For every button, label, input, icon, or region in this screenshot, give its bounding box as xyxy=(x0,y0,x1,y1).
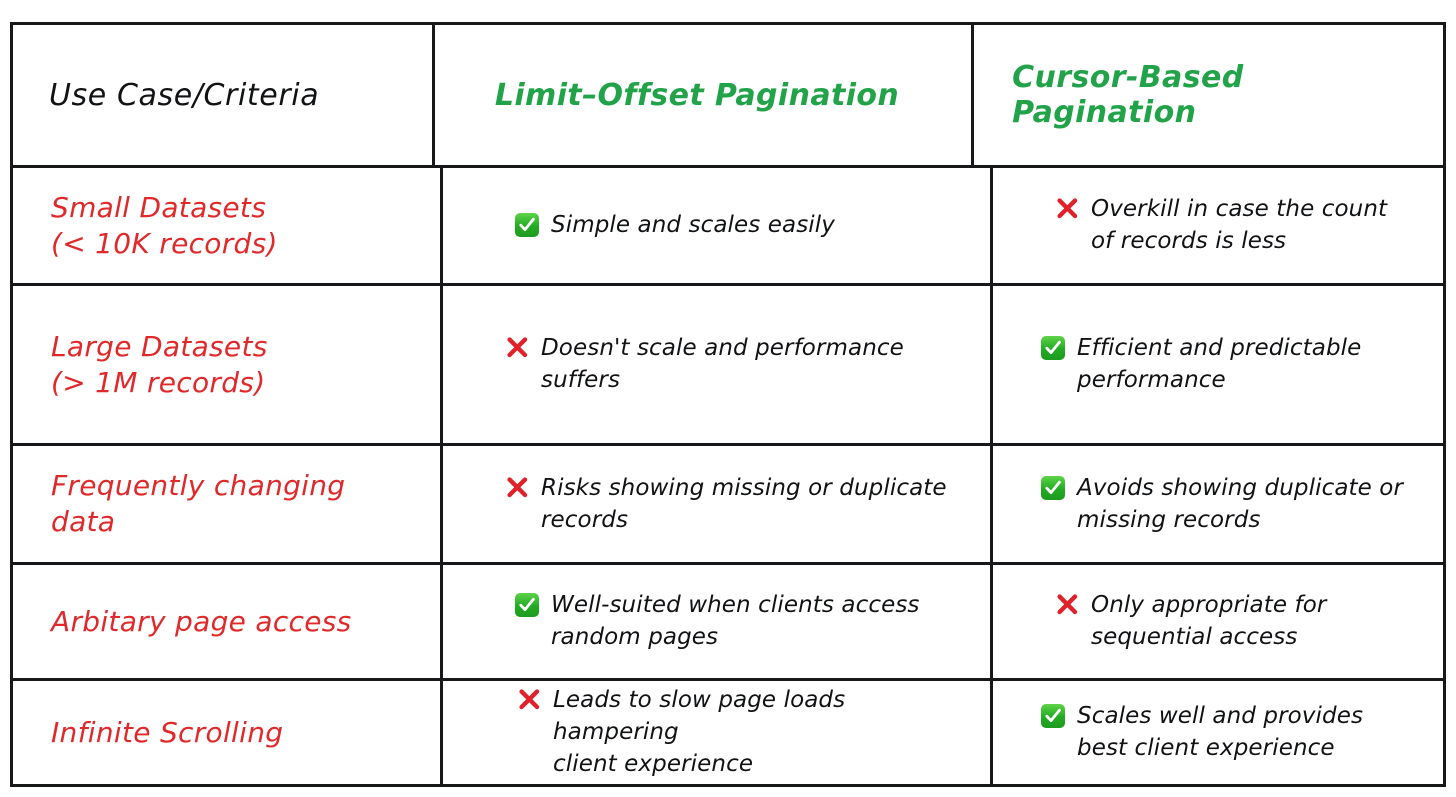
verdict-text: Simple and scales easily xyxy=(551,212,836,239)
cursor-based-cell: Avoids showing duplicate or missing reco… xyxy=(993,446,1443,562)
cross-mark-icon xyxy=(515,686,543,714)
table-row: Arbitary page access Well-suited when cl… xyxy=(13,565,1443,681)
verdict-text: Risks showing missing or duplicate recor… xyxy=(541,474,947,533)
verdict-text: Avoids showing duplicate or missing reco… xyxy=(1077,474,1404,533)
table-row: Frequently changing data Risks showing m… xyxy=(13,446,1443,565)
limit-offset-cell: Leads to slow page loads hampering clien… xyxy=(443,681,993,784)
criteria-label: Small Datasets (< 10K records) xyxy=(51,190,278,260)
table-row: Infinite Scrolling Leads to slow page lo… xyxy=(13,681,1443,784)
verdict-entry: Leads to slow page loads hampering clien… xyxy=(467,684,966,780)
verdict-text: Leads to slow page loads hampering clien… xyxy=(553,687,846,777)
column-header-limit-offset: Limit–Offset Pagination xyxy=(494,77,900,113)
check-mark-button-icon xyxy=(1039,702,1067,730)
column-header-cursor-based: Cursor-Based Pagination xyxy=(1012,60,1244,130)
cross-mark-icon xyxy=(1053,195,1081,223)
verdict-entry: Only appropriate for sequential access xyxy=(1007,589,1429,653)
criteria-label: Arbitary page access xyxy=(51,604,352,638)
criteria-cell: Large Datasets (> 1M records) xyxy=(13,286,443,443)
limit-offset-cell: Simple and scales easily xyxy=(443,168,993,283)
limit-offset-cell: Risks showing missing or duplicate recor… xyxy=(443,446,993,562)
header-cell-criteria: Use Case/Criteria xyxy=(13,25,435,165)
verdict-entry: Avoids showing duplicate or missing reco… xyxy=(1007,472,1429,536)
verdict-entry: Scales well and provides best client exp… xyxy=(1007,700,1429,764)
limit-offset-cell: Doesn't scale and performance suffers xyxy=(443,286,993,443)
table-header-row: Use Case/Criteria Limit–Offset Paginatio… xyxy=(13,25,1443,168)
verdict-text: Efficient and predictable performance xyxy=(1077,335,1362,393)
verdict-entry: Well-suited when clients access random p… xyxy=(467,589,966,653)
criteria-cell: Frequently changing data xyxy=(13,446,443,562)
verdict-entry: Efficient and predictable performance xyxy=(1007,332,1429,396)
cross-mark-icon xyxy=(1053,591,1081,619)
verdict-entry: Risks showing missing or duplicate recor… xyxy=(467,472,966,536)
check-mark-button-icon xyxy=(1039,474,1067,502)
check-mark-button-icon xyxy=(513,591,541,619)
cursor-based-cell: Efficient and predictable performance xyxy=(993,286,1443,443)
verdict-entry: Overkill in case the count of records is… xyxy=(1007,193,1429,257)
limit-offset-cell: Well-suited when clients access random p… xyxy=(443,565,993,678)
pagination-comparison-table: Use Case/Criteria Limit–Offset Paginatio… xyxy=(10,22,1446,787)
cursor-based-cell: Only appropriate for sequential access xyxy=(993,565,1443,678)
verdict-text: Scales well and provides best client exp… xyxy=(1077,703,1364,761)
criteria-label: Infinite Scrolling xyxy=(51,715,284,749)
verdict-text: Doesn't scale and performance suffers xyxy=(541,335,904,393)
verdict-text: Well-suited when clients access random p… xyxy=(551,592,920,650)
check-mark-button-icon xyxy=(513,211,541,239)
column-header-criteria: Use Case/Criteria xyxy=(49,77,320,113)
criteria-cell: Small Datasets (< 10K records) xyxy=(13,168,443,283)
verdict-text: Only appropriate for sequential access xyxy=(1091,592,1327,650)
verdict-entry: Doesn't scale and performance suffers xyxy=(467,332,966,396)
criteria-cell: Infinite Scrolling xyxy=(13,681,443,784)
header-cell-cursor-based: Cursor-Based Pagination xyxy=(974,25,1443,165)
criteria-label: Large Datasets (> 1M records) xyxy=(51,329,268,399)
criteria-cell: Arbitary page access xyxy=(13,565,443,678)
verdict-text: Overkill in case the count of records is… xyxy=(1091,196,1388,254)
table-row: Large Datasets (> 1M records) Doesn't sc… xyxy=(13,286,1443,446)
cursor-based-cell: Overkill in case the count of records is… xyxy=(993,168,1443,283)
header-cell-limit-offset: Limit–Offset Pagination xyxy=(435,25,975,165)
cross-mark-icon xyxy=(503,474,531,502)
verdict-entry: Simple and scales easily xyxy=(467,209,966,242)
cursor-based-cell: Scales well and provides best client exp… xyxy=(993,681,1443,784)
cross-mark-icon xyxy=(503,334,531,362)
table-row: Small Datasets (< 10K records) Simple an… xyxy=(13,168,1443,286)
criteria-label: Frequently changing data xyxy=(51,469,346,538)
check-mark-button-icon xyxy=(1039,334,1067,362)
